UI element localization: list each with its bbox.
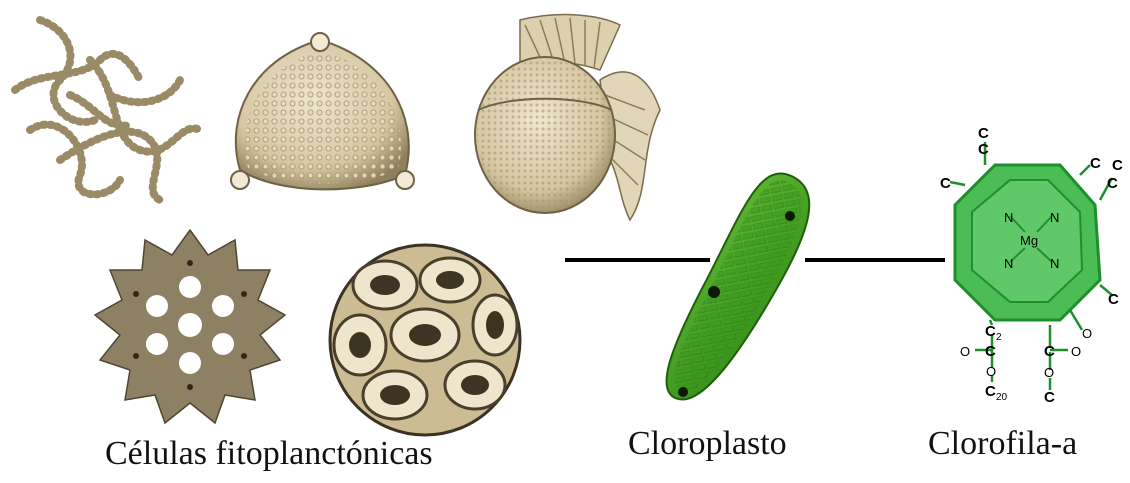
caption-phytoplankton: Células fitoplanctónicas [105,435,433,473]
atom-carbon: C [978,125,989,142]
triangular-diatom [231,33,414,189]
atom-c2-subscript: 2 [996,332,1002,343]
atom-oxygen: O [1044,365,1054,380]
atom-oxygen: O [1082,326,1092,341]
chlorophyll-a-structure: C C C C C C C N N N N Mg C 2 O C O C 20 … [940,120,1130,410]
atom-c20: C [985,383,996,400]
caption-chloroplast: Cloroplasto [628,425,787,463]
atom-nitrogen: N [1050,256,1059,271]
atom-magnesium: Mg [1020,233,1038,248]
chain-diatom [15,20,200,200]
chloroplast-illustration [650,160,830,420]
atom-carbon: C [1090,155,1101,172]
atom-oxygen: O [960,344,970,359]
coccolithophore [330,245,520,435]
atom-oxygen: O [986,364,996,379]
atom-carbon: C [1112,157,1123,174]
atom-nitrogen: N [1004,210,1013,225]
atom-carbon: C [1044,389,1055,406]
dinoflagellate [475,15,660,220]
phytoplankton-illustration [0,0,680,440]
atom-carbon: C [985,343,996,360]
chloroplast-granule [785,211,795,221]
caption-chlorophyll: Clorofila-a [928,425,1077,463]
atom-carbon: C [978,141,989,158]
atom-nitrogen: N [1050,210,1059,225]
atom-nitrogen: N [1004,256,1013,271]
atom-c2: C [985,323,996,340]
atom-carbon: C [1107,175,1118,192]
atom-oxygen: O [1071,344,1081,359]
chloroplast-granule [708,286,720,298]
atom-carbon: C [940,175,951,192]
atom-c20-subscript: 20 [996,392,1008,403]
star-colony [95,230,285,423]
chloroplast-granule [678,387,688,397]
atom-carbon: C [1044,343,1055,360]
atom-carbon: C [1108,291,1119,308]
